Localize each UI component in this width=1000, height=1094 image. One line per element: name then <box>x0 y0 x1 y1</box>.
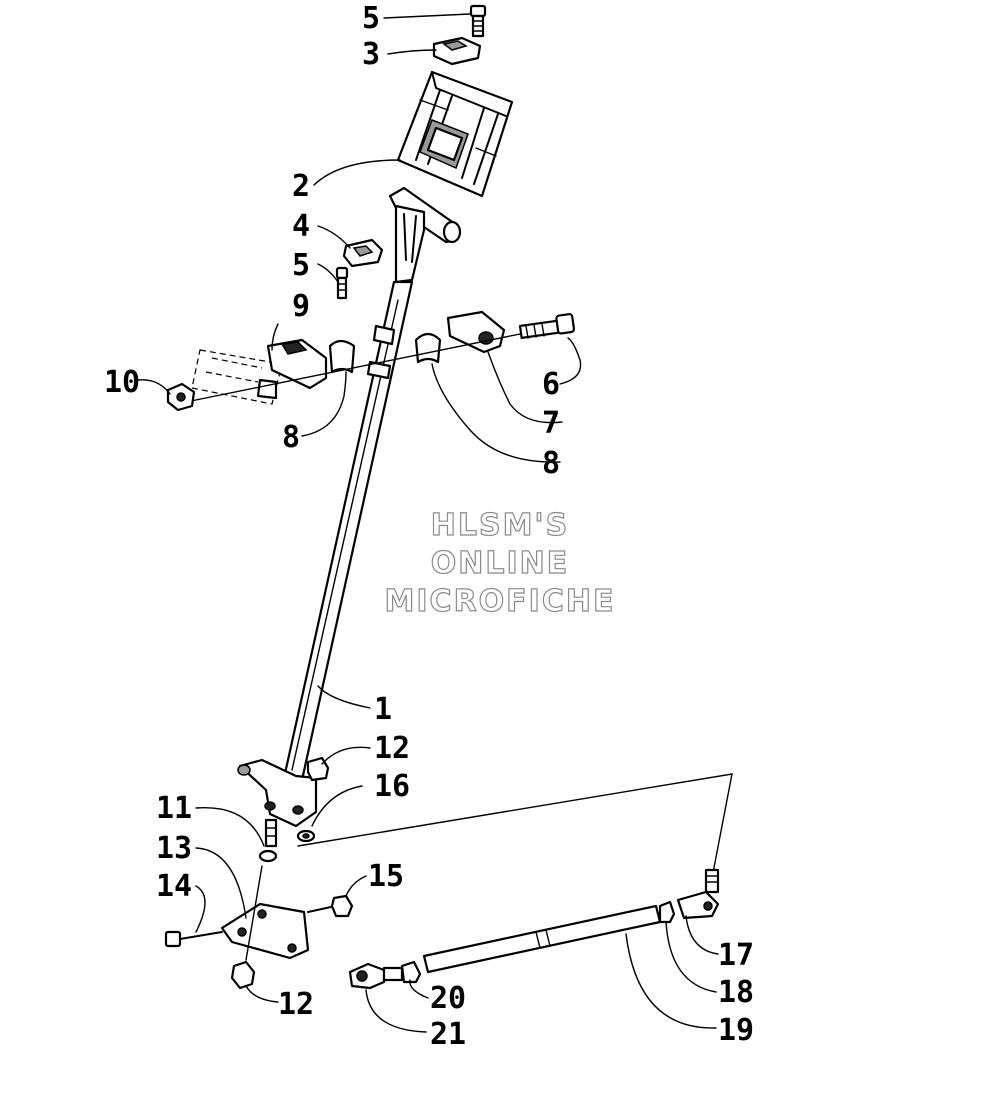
lower-nut-part <box>230 960 256 990</box>
watermark-line-2: ONLINE <box>431 546 570 581</box>
base-plate-part <box>220 902 341 960</box>
callout-1: 1 <box>374 692 392 727</box>
left-ball-joint-part <box>348 962 404 990</box>
stud-axis-line <box>245 865 263 961</box>
callout-5-mid: 5 <box>292 248 310 283</box>
handlebar-block-part <box>396 70 514 198</box>
right-bushing-part <box>414 332 442 364</box>
steering-post-tube-part <box>282 280 414 782</box>
tie-rod-part <box>422 904 662 974</box>
lock-nut-part <box>166 382 196 412</box>
long-bolt-part <box>518 313 576 339</box>
callout-10: 10 <box>104 365 140 400</box>
callout-5-top: 5 <box>362 1 380 36</box>
lower-pivot-bracket <box>237 758 318 828</box>
callout-19: 19 <box>718 1013 754 1048</box>
callout-7: 7 <box>542 406 560 441</box>
leader-lines <box>137 13 719 1033</box>
callout-8-right: 8 <box>542 446 560 481</box>
side-nut-part <box>330 894 354 918</box>
watermark-line-1: HLSM'S <box>431 508 569 543</box>
callout-3: 3 <box>362 37 380 72</box>
right-ball-joint-part <box>676 868 720 920</box>
left-jam-nut-part <box>400 960 422 984</box>
watermark: HLSM'S ONLINE MICROFICHE <box>384 507 616 619</box>
callout-2: 2 <box>292 169 310 204</box>
callout-6: 6 <box>542 367 560 402</box>
callout-13: 13 <box>156 831 192 866</box>
flat-washer-part <box>296 829 316 843</box>
bracket-clamp-part <box>191 338 328 405</box>
callout-18: 18 <box>718 975 754 1010</box>
callout-16: 16 <box>374 769 410 804</box>
callout-11: 11 <box>156 791 192 826</box>
callout-labels: 5 3 2 4 5 9 10 6 7 8 8 1 12 16 11 13 14 … <box>104 1 754 1052</box>
stud-washer-part <box>258 818 278 863</box>
callout-9: 9 <box>292 289 310 324</box>
callout-14: 14 <box>156 869 192 904</box>
left-bushing-part <box>328 339 356 374</box>
callout-4: 4 <box>292 209 310 244</box>
right-jam-nut-part <box>658 900 676 924</box>
steering-post-upper <box>388 186 462 284</box>
clamp-bolt-axis-line <box>185 333 521 403</box>
callout-12-bottom: 12 <box>278 987 314 1022</box>
base-bolt-part <box>164 930 223 948</box>
outer-clamp-part <box>446 310 506 354</box>
top-clamp-part <box>432 36 482 66</box>
callout-21: 21 <box>430 1017 466 1052</box>
callout-20: 20 <box>430 981 466 1016</box>
callout-17: 17 <box>718 938 754 973</box>
top-screw-part <box>469 4 487 38</box>
watermark-line-3: MICROFICHE <box>385 584 616 619</box>
callout-15: 15 <box>368 859 404 894</box>
callout-8-left: 8 <box>282 420 300 455</box>
mid-screw-part <box>335 266 349 300</box>
tie-rod-guide-line <box>297 773 733 879</box>
parts-drawing <box>164 4 733 990</box>
callout-12-top: 12 <box>374 731 410 766</box>
lower-clamp-part <box>342 238 384 268</box>
